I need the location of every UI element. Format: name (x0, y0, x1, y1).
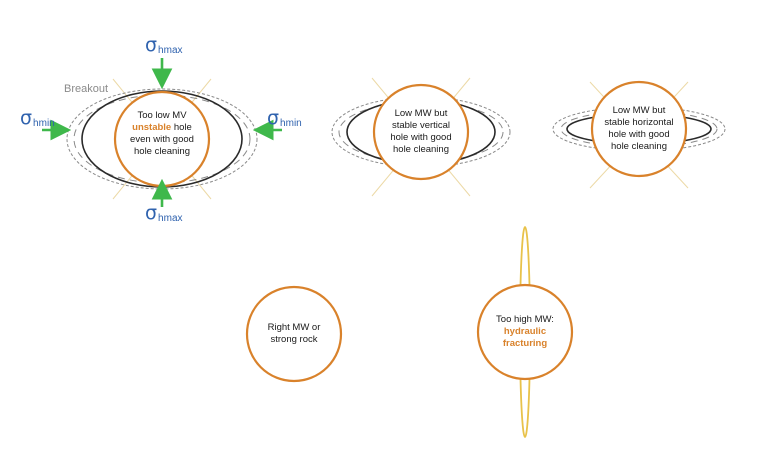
case2-label: Low MW but stable vertical hole with goo… (390, 108, 452, 155)
breakout-label: Breakout (64, 83, 109, 95)
sigma-hmin-right-label: σhmin (267, 107, 302, 130)
case4-label: Right MW or strong rock (267, 322, 321, 345)
case4-hole-circle (245, 285, 343, 383)
case3-label: Low MW but stable horizontal hole with g… (604, 105, 674, 152)
sigma-hmax-bottom-label: σhmax (145, 202, 183, 225)
case3-dashed-outline (560, 110, 718, 148)
case1-dashed-outline (73, 94, 251, 184)
sigma-hmax-top-label: σhmax (145, 34, 183, 57)
case3-group (552, 80, 726, 189)
case3-hole-circle (590, 80, 688, 178)
case5-group (476, 226, 574, 438)
sigma-hmin-left-label: σhmin (20, 107, 55, 130)
case2-hole-circle (372, 83, 470, 181)
case2-group (331, 77, 511, 197)
case1-label: Too low MV unstable hole even with good … (130, 110, 194, 157)
case5-hole-circle (476, 283, 574, 381)
case5-label: Too high MW: hydraulic fracturing (496, 314, 554, 349)
case1-breakout-group (42, 58, 282, 207)
